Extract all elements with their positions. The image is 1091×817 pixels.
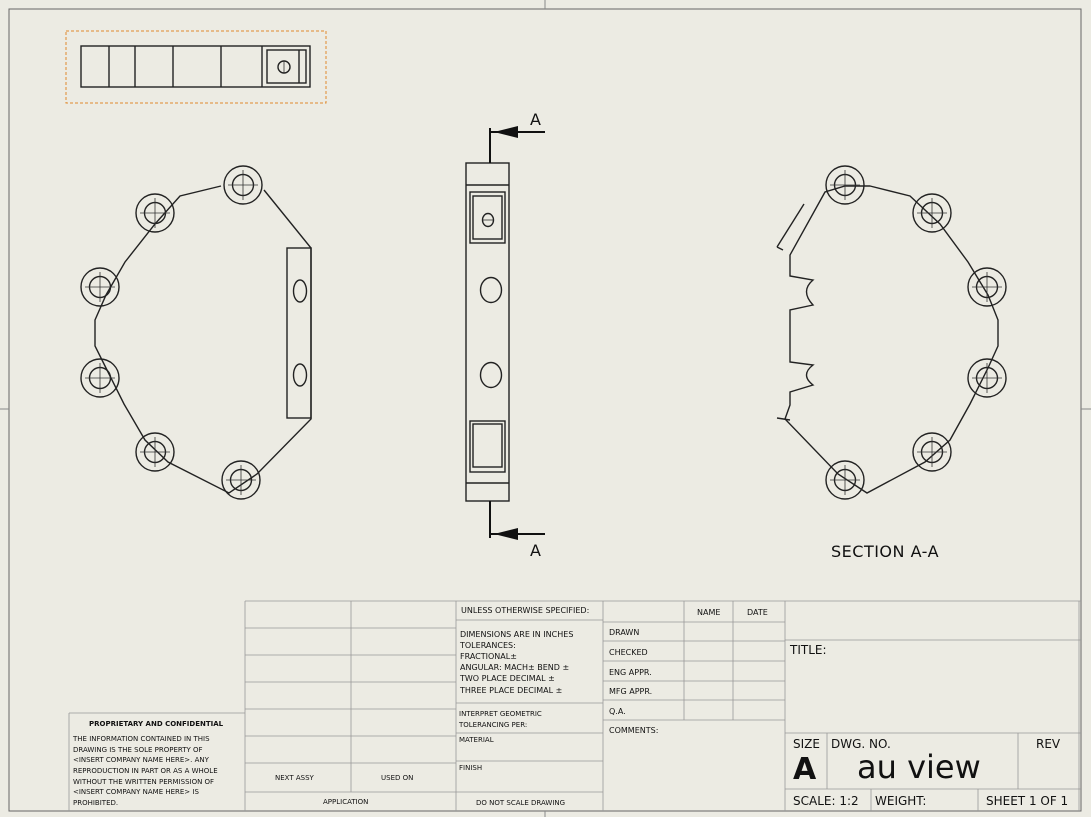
finish-label: FINISH [459,764,482,772]
title-label: TITLE: [789,643,827,657]
title-block: UNLESS OTHERWISE SPECIFIED: DIMENSIONS A… [68,600,1081,811]
scale-label: SCALE: 1:2 [793,794,859,808]
tolerances-label: TOLERANCES: [459,641,516,650]
date-header: DATE [747,608,768,617]
side-view[interactable] [465,162,510,502]
proprietary-line: THE INFORMATION CONTAINED IN THIS [72,735,210,743]
comments-label: COMMENTS: [609,726,658,735]
interpret-line-2: TOLERANCING PER: [458,721,527,729]
proprietary-text: THE INFORMATION CONTAINED IN THIS DRAWIN… [72,735,218,807]
proprietary-title: PROPRIETARY AND CONFIDENTIAL [89,720,224,728]
interpret-line-1: INTERPRET GEOMETRIC [459,710,542,718]
material-label: MATERIAL [459,736,494,744]
angular-tol: ANGULAR: MACH± BEND ± [460,663,569,672]
front-view[interactable] [80,165,312,500]
dwg-no-label: DWG. NO. [831,737,891,751]
size-label: SIZE [793,737,820,751]
section-view[interactable]: SECTION A-A [776,165,1007,561]
eng-appr-label: ENG APPR. [609,668,652,677]
three-place-tol: THREE PLACE DECIMAL ± [459,686,562,695]
proprietary-line: <INSERT COMPANY NAME HERE>. ANY [73,756,210,764]
cut-label-top: A [530,110,541,129]
qa-label: Q.A. [609,707,626,716]
view-selection-box [65,30,327,104]
size-value: A [793,752,817,787]
section-label: SECTION A-A [831,542,939,561]
top-view[interactable] [65,30,327,104]
proprietary-line: <INSERT COMPANY NAME HERE> IS [73,788,199,796]
proprietary-line: DRAWING IS THE SOLE PROPERTY OF [73,746,203,754]
cut-label-bottom: A [530,541,541,560]
two-place-tol: TWO PLACE DECIMAL ± [459,674,555,683]
drawn-label: DRAWN [609,628,639,637]
dimensions-note: DIMENSIONS ARE IN INCHES [460,630,573,639]
proprietary-line: WITHOUT THE WRITTEN PERMISSION OF [73,778,214,786]
fractional-tol: FRACTIONAL± [460,652,517,661]
name-header: NAME [697,608,720,617]
proprietary-line: PROHIBITED. [73,799,118,807]
application-label: APPLICATION [323,798,368,806]
dwg-no-value[interactable]: au view [857,748,981,786]
checked-label: CHECKED [609,648,648,657]
used-on-label: USED ON [381,774,413,782]
sheet-label: SHEET 1 OF 1 [986,794,1068,808]
next-assy-label: NEXT ASSY [275,774,315,782]
proprietary-line: REPRODUCTION IN PART OR AS A WHOLE [73,767,218,775]
unless-specified: UNLESS OTHERWISE SPECIFIED: [461,606,589,615]
weight-label: WEIGHT: [875,794,926,808]
section-cut-line[interactable]: A A [489,110,545,560]
do-not-scale: DO NOT SCALE DRAWING [476,799,565,807]
rev-label: REV [1036,737,1061,751]
mfg-appr-label: MFG APPR. [609,687,652,696]
